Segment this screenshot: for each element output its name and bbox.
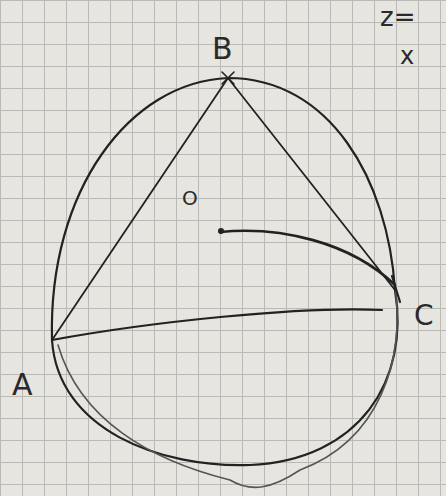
note-text: x: [400, 44, 414, 68]
c-tick: [392, 276, 400, 302]
note-text: z=: [380, 4, 415, 30]
vertex-label: A: [12, 370, 33, 400]
point: [218, 228, 224, 234]
circumcircle: [52, 78, 398, 465]
lower-arc: [52, 309, 382, 340]
side-ab: [52, 78, 228, 340]
center-label: O: [182, 188, 198, 208]
side-bc: [228, 78, 395, 290]
vertex-label: C: [414, 302, 434, 330]
vertex-label: B: [212, 34, 233, 64]
arc-to-c: [220, 231, 395, 285]
tick-b: [222, 72, 234, 84]
